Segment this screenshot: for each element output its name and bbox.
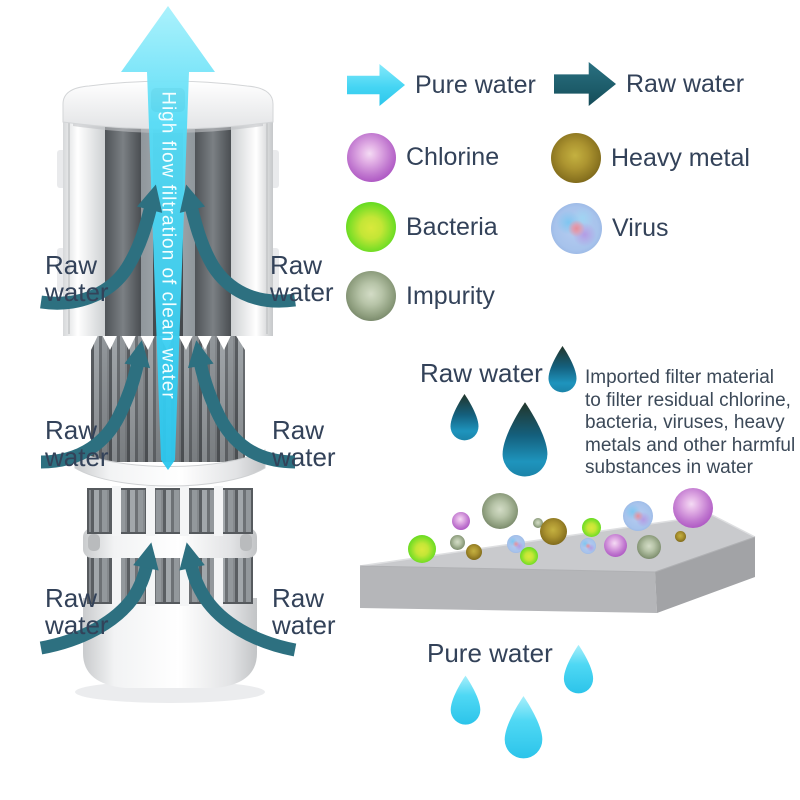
bacteria-particle bbox=[408, 535, 436, 563]
bacteria-particle bbox=[581, 517, 601, 537]
filter-cartridge-illustration: High flow filtration of clean water Raw … bbox=[0, 0, 340, 740]
bacteria-particle bbox=[520, 547, 538, 565]
impurity-particle bbox=[482, 493, 518, 529]
raw-water-label-right-mid: Raw water bbox=[272, 415, 336, 473]
virus-particle bbox=[580, 538, 596, 554]
raw-water-label-left-top: Raw water bbox=[45, 250, 109, 308]
raw-water-arrowheads bbox=[124, 184, 214, 571]
virus-particle bbox=[507, 535, 525, 553]
raw-water-droplet-icon bbox=[502, 402, 548, 477]
pure-water-droplet-icon bbox=[563, 644, 594, 694]
legend-label: Raw water bbox=[626, 69, 745, 98]
heavy-particle bbox=[674, 530, 686, 542]
legend-label: Bacteria bbox=[406, 212, 498, 241]
pure-water-droplet-icon bbox=[450, 675, 481, 725]
raw-water-arrow-icon bbox=[554, 62, 616, 106]
filter-material-slab bbox=[350, 485, 780, 630]
raw-water-title: Raw water bbox=[420, 358, 543, 388]
pure-water-arrow-icon bbox=[347, 64, 405, 106]
legend-item-virus: Virus bbox=[551, 203, 669, 254]
raw-water-label-right-bottom: Raw water bbox=[272, 583, 336, 641]
legend-item-pure-water: Pure water bbox=[347, 64, 536, 106]
legend-item-bacteria: Bacteria bbox=[346, 202, 498, 252]
impurity-particle bbox=[637, 535, 661, 559]
legend-item-chlorine: Chlorine bbox=[347, 133, 499, 182]
raw-water-droplet-icon bbox=[548, 346, 577, 393]
chlorine-sphere-icon bbox=[347, 133, 396, 182]
chlorine-particle bbox=[673, 488, 713, 528]
slab-particles bbox=[350, 485, 780, 630]
impurity-particle bbox=[449, 534, 465, 550]
impurity-sphere-icon bbox=[346, 271, 396, 321]
legend-label: Heavy metal bbox=[611, 143, 750, 172]
chlorine-particle bbox=[452, 512, 470, 530]
pure-water-title: Pure water bbox=[427, 638, 553, 668]
virus-particle bbox=[623, 501, 653, 531]
virus-sphere-icon bbox=[551, 203, 602, 254]
legend-label: Pure water bbox=[415, 70, 536, 99]
pure-water-flow-arrow bbox=[121, 6, 215, 470]
filter-material-description: Imported filter material to filter resid… bbox=[585, 367, 796, 478]
legend-item-heavy-metal: Heavy metal bbox=[551, 133, 750, 183]
raw-water-label-left-bottom: Raw water bbox=[45, 583, 109, 641]
legend-label: Virus bbox=[612, 214, 669, 242]
heavy-particle bbox=[539, 517, 567, 545]
legend-label: Impurity bbox=[406, 281, 495, 310]
legend-item-impurity: Impurity bbox=[346, 271, 495, 321]
arrow-vertical-text: High flow filtration of clean water bbox=[157, 91, 179, 400]
bacteria-sphere-icon bbox=[346, 202, 396, 252]
legend-label: Chlorine bbox=[406, 143, 500, 171]
raw-water-label-left-mid: Raw water bbox=[45, 415, 109, 473]
chlorine-particle bbox=[603, 533, 627, 557]
impurity-particle bbox=[533, 518, 543, 528]
heavy-metal-sphere-icon bbox=[551, 133, 601, 183]
raw-water-label-right-top: Raw water bbox=[270, 250, 334, 308]
pure-water-droplet-icon bbox=[504, 696, 543, 759]
filter-cartridge-render bbox=[39, 6, 297, 703]
raw-water-flow-arrows bbox=[39, 204, 297, 657]
raw-water-droplet-icon bbox=[450, 394, 479, 441]
legend-item-raw-water: Raw water bbox=[554, 62, 744, 106]
heavy-particle bbox=[466, 544, 482, 560]
